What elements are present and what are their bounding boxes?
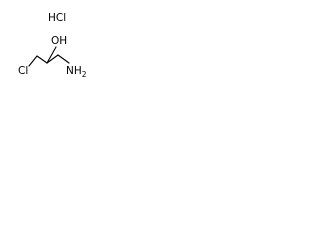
chlorine-label: Cl [18,65,28,77]
bond-c2-oh [46,46,57,64]
skeletal-formula: HCl OH Cl NH2 [18,12,87,79]
bond-c3-nh2 [57,54,70,64]
bond-c2-c3 [46,54,59,64]
bond-cl-c1 [28,55,38,67]
amino-label: NH2 [66,65,87,79]
chemical-structure-canvas: HCl OH Cl NH2 [0,0,95,85]
hydroxyl-label: OH [51,35,67,47]
hcl-label: HCl [48,12,66,24]
bond-c1-c2 [36,55,48,64]
